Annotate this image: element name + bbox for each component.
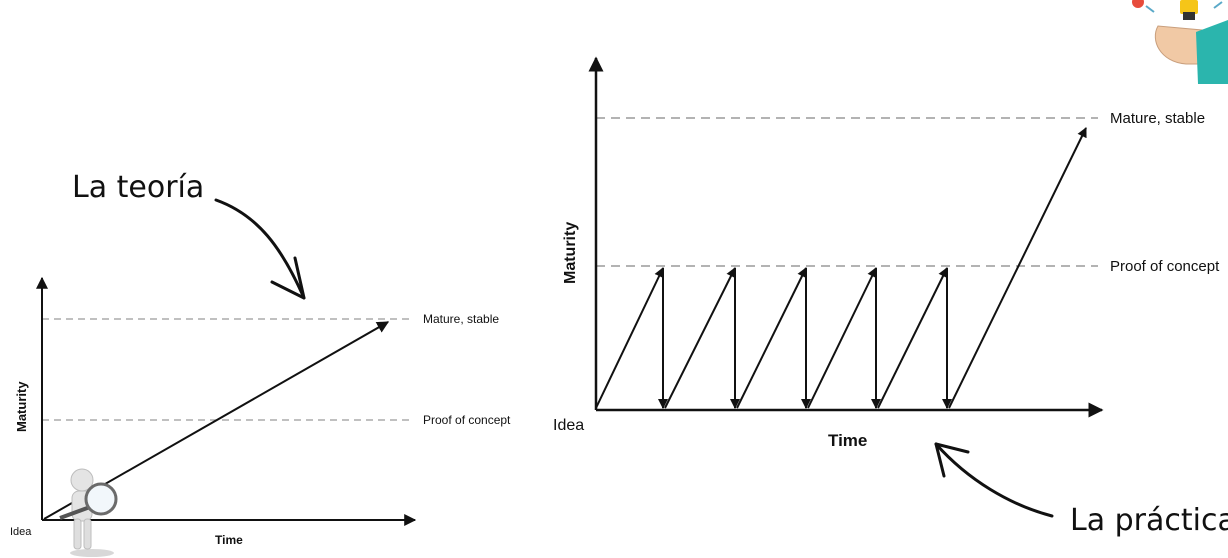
cycle-1-rise [595,267,664,409]
left-poc-label: Proof of concept [423,413,511,427]
practice-arrowhead [934,442,970,478]
practice-arrow [934,442,1054,518]
cycle-2-rise [664,267,736,409]
theory-label: La teoría [72,170,204,205]
final-rise [948,127,1087,409]
right-mature-label: Mature, stable [1110,110,1205,127]
magnifier-figure-icon [59,468,118,557]
right-ylabel: Maturity [562,222,579,284]
practice-label: La práctica [1070,503,1228,538]
left-origin-label: Idea [10,526,32,538]
left-xlabel: Time [215,533,243,547]
theory-arrow [214,198,306,300]
sawtooth-cycles [595,127,1087,409]
right-origin-label: Idea [553,417,584,434]
cycle-5-rise [877,267,948,409]
right-xlabel: Time [828,431,867,450]
cycle-4-rise [807,267,877,409]
cycle-3-rise [736,267,807,409]
right-poc-label: Proof of concept [1110,258,1220,275]
right-chart: Maturity Time Idea Mature, stable Proof … [553,56,1220,450]
left-mature-label: Mature, stable [423,312,499,326]
hand-lightbulb-icon [1132,0,1228,84]
theory-arrowhead [270,256,306,300]
left-ylabel: Maturity [14,381,29,432]
